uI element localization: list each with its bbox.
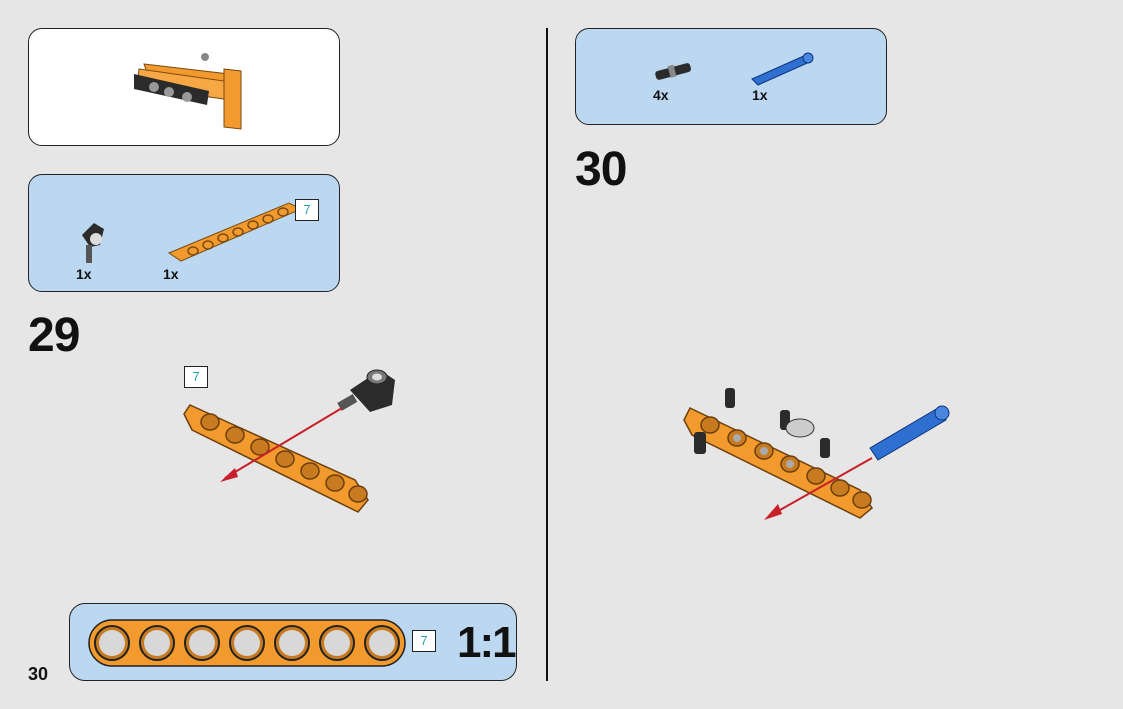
black-friction-pin-icon	[694, 388, 830, 458]
orange-beam-7-icon	[683, 407, 873, 519]
step-number: 30	[575, 143, 627, 196]
part-qty: 1x	[163, 266, 179, 282]
black-axle-connector-icon	[337, 369, 395, 412]
page-number: 30	[28, 664, 49, 684]
orange-beam-7-icon	[167, 202, 303, 262]
length-tag: 7	[184, 366, 208, 388]
length-tag: 7	[412, 630, 436, 652]
orange-beam-7-1-1-icon	[88, 619, 406, 667]
orange-beam-7-icon	[183, 404, 369, 513]
step-number: 29	[28, 309, 80, 362]
step29-parts-callout: 1x 1x 7	[28, 174, 340, 292]
blue-axle-pin-icon	[751, 52, 814, 86]
scale-guide-panel	[69, 603, 517, 681]
step29-assembly-diagram	[183, 369, 395, 513]
blue-axle-pin-icon	[869, 405, 950, 461]
part-qty: 1x	[76, 266, 92, 282]
orange-beam-assembly-icon	[134, 53, 242, 130]
column-divider	[546, 28, 548, 681]
step30-parts-callout: 4x 1x	[575, 28, 887, 125]
black-axle-connector-icon	[82, 223, 104, 263]
step30-assembly-diagram	[683, 388, 950, 520]
part-qty: 4x	[653, 87, 669, 103]
submodel-preview-panel	[28, 28, 340, 146]
part-qty: 1x	[752, 87, 768, 103]
length-tag: 7	[295, 199, 319, 221]
black-friction-pin-icon	[655, 63, 692, 80]
scale-label: 1:1	[457, 618, 517, 667]
